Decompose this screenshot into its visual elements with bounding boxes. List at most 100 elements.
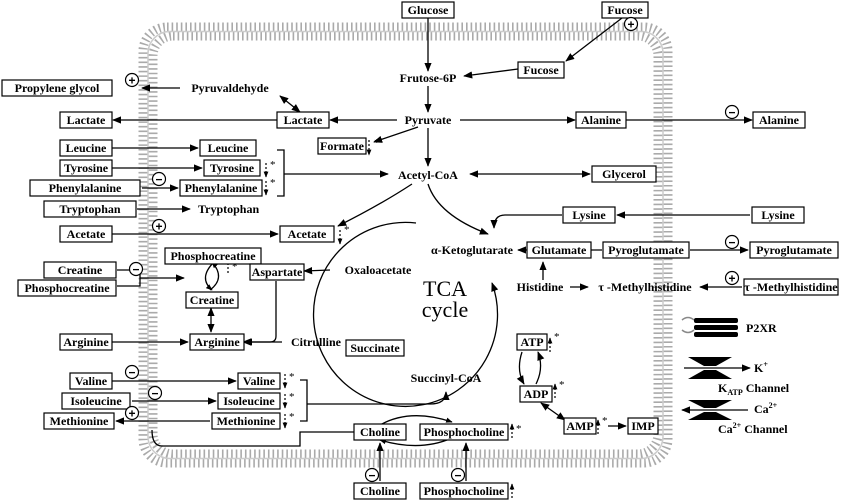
- svg-text:−: −: [368, 469, 375, 483]
- svg-text:Creatine: Creatine: [190, 293, 235, 307]
- plus-marker-methylhistidine: +: [724, 270, 740, 286]
- node-leucine-in[interactable]: Leucine: [199, 139, 257, 157]
- svg-text:Methionine: Methionine: [50, 414, 109, 428]
- node-lactate-ext[interactable]: Lactate: [59, 111, 113, 129]
- svg-text:Arginine: Arginine: [63, 335, 109, 349]
- label-tryptophan-in: Tryptophan: [198, 202, 259, 216]
- svg-text:Creatine: Creatine: [58, 263, 103, 277]
- node-fucose-ext[interactable]: Fucose: [601, 1, 649, 19]
- minus-marker-alanine: −: [724, 104, 740, 120]
- atp-star: *: [554, 331, 560, 343]
- node-arginine-ext[interactable]: Arginine: [59, 333, 113, 351]
- svg-text:Valine: Valine: [243, 374, 276, 388]
- node-lysine-ext[interactable]: Lysine: [751, 206, 805, 224]
- node-phosphocreatine-in[interactable]: Phosphocreatine: [164, 247, 262, 265]
- node-aspartate[interactable]: Aspartate: [249, 263, 305, 281]
- node-adp[interactable]: ADP: [519, 385, 553, 403]
- label-methylhistidine-in: τ -Methylhistidine: [598, 280, 692, 294]
- node-valine-in[interactable]: Valine: [237, 372, 281, 390]
- tca-cycle: TCA cycle: [312, 221, 499, 408]
- node-acetate-ext[interactable]: Acetate: [59, 225, 113, 243]
- node-acetate-in[interactable]: Acetate: [279, 225, 335, 243]
- svg-text:Acetate: Acetate: [67, 227, 106, 241]
- acetate-star: *: [344, 224, 350, 236]
- node-isoleucine-ext[interactable]: Isoleucine: [61, 392, 131, 410]
- node-atp[interactable]: ATP: [516, 333, 548, 351]
- node-methionine-in[interactable]: Methionine: [211, 412, 281, 430]
- svg-text:Tyrosine: Tyrosine: [210, 161, 255, 175]
- node-leucine-ext[interactable]: Leucine: [59, 139, 113, 157]
- svg-text:−: −: [728, 106, 735, 120]
- svg-text:Choline: Choline: [360, 484, 401, 498]
- katp-channel-label: KATP Channel: [718, 381, 790, 397]
- minus-marker-valine: −: [124, 364, 140, 380]
- k-ion-label: K+: [754, 360, 768, 375]
- node-choline-ext[interactable]: Choline: [353, 482, 407, 500]
- significance-stars: * * * * * * * * * * * *: [232, 137, 608, 435]
- node-tryptophan-ext[interactable]: Tryptophan: [43, 200, 137, 218]
- tca-title-line1: TCA: [423, 276, 467, 301]
- node-glutamate[interactable]: Glutamate: [526, 241, 592, 259]
- svg-text:Phosphocreatine: Phosphocreatine: [24, 281, 110, 295]
- node-tyrosine-ext[interactable]: Tyrosine: [59, 159, 113, 177]
- node-creatine-in[interactable]: Creatine: [185, 291, 239, 309]
- node-phenylalanine-in[interactable]: Phenylalanine: [179, 179, 263, 197]
- node-amp[interactable]: AMP: [563, 417, 597, 435]
- svg-text:Succinate: Succinate: [350, 341, 400, 355]
- svg-text:Alanine: Alanine: [581, 113, 622, 127]
- node-lysine-in[interactable]: Lysine: [562, 206, 616, 224]
- svg-text:IMP: IMP: [631, 419, 654, 433]
- svg-text:−: −: [454, 469, 461, 483]
- svg-text:−: −: [728, 236, 735, 250]
- node-alanine-in[interactable]: Alanine: [575, 111, 627, 129]
- svg-text:Leucine: Leucine: [208, 141, 249, 155]
- node-glucose[interactable]: Glucose: [401, 1, 455, 19]
- svg-text:Lactate: Lactate: [67, 113, 106, 127]
- node-glycerol[interactable]: Glycerol: [591, 165, 657, 183]
- label-alpha-ketoglutarate: α-Ketoglutarate: [431, 243, 514, 257]
- svg-text:Fucose: Fucose: [523, 63, 559, 77]
- svg-text:Formate: Formate: [320, 139, 365, 153]
- node-fucose-in[interactable]: Fucose: [517, 61, 565, 79]
- node-phenylalanine-ext[interactable]: Phenylalanine: [29, 179, 141, 197]
- minus-marker-isoleucine: −: [147, 385, 163, 401]
- pathway-arrows: [112, 17, 753, 481]
- phenylalanine-star: *: [270, 177, 276, 189]
- node-creatine-ext[interactable]: Creatine: [43, 261, 117, 279]
- svg-text:Tryptophan: Tryptophan: [59, 202, 120, 216]
- node-lactate-in[interactable]: Lactate: [276, 111, 330, 129]
- svg-text:Propylene glycol: Propylene glycol: [15, 81, 100, 95]
- ca-channel-label: Ca2+ Channel: [718, 421, 788, 436]
- svg-text:Glucose: Glucose: [408, 3, 449, 17]
- node-choline-in[interactable]: Choline: [353, 423, 407, 441]
- svg-text:τ -Methylhistidine: τ -Methylhistidine: [744, 280, 838, 294]
- svg-text:Phenylalanine: Phenylalanine: [49, 181, 122, 195]
- node-pyroglutamate-ext[interactable]: Pyroglutamate: [749, 241, 839, 259]
- node-formate[interactable]: Formate: [317, 137, 367, 155]
- node-tyrosine-in[interactable]: Tyrosine: [203, 159, 261, 177]
- node-methylhistidine-ext[interactable]: τ -Methylhistidine: [743, 278, 839, 296]
- node-succinate[interactable]: Succinate: [345, 339, 405, 357]
- svg-text:Acetate: Acetate: [288, 227, 327, 241]
- node-propylene-glycol[interactable]: Propylene glycol: [1, 79, 113, 97]
- node-isoleucine-in[interactable]: Isoleucine: [217, 392, 281, 410]
- phosphocholine-star: *: [516, 423, 522, 435]
- svg-text:Lactate: Lactate: [284, 113, 323, 127]
- plus-marker-methionine: +: [124, 405, 140, 421]
- node-valine-ext[interactable]: Valine: [69, 372, 113, 390]
- plus-marker-acetate: +: [151, 218, 167, 234]
- node-alanine-ext[interactable]: Alanine: [752, 111, 806, 129]
- node-phosphocholine-in[interactable]: Phosphocholine: [419, 423, 509, 441]
- node-imp[interactable]: IMP: [627, 417, 659, 435]
- svg-text:Valine: Valine: [75, 374, 108, 388]
- node-methionine-ext[interactable]: Methionine: [43, 412, 115, 430]
- change-indicators: [225, 140, 601, 498]
- node-arginine-in[interactable]: Arginine: [189, 333, 245, 351]
- label-histidine: Histidine: [517, 280, 564, 294]
- node-phosphocholine-ext[interactable]: Phosphocholine: [419, 482, 509, 500]
- node-phosphocreatine-ext[interactable]: Phosphocreatine: [17, 279, 117, 297]
- node-pyroglutamate-in[interactable]: Pyroglutamate: [602, 241, 690, 259]
- svg-text:−: −: [132, 263, 139, 277]
